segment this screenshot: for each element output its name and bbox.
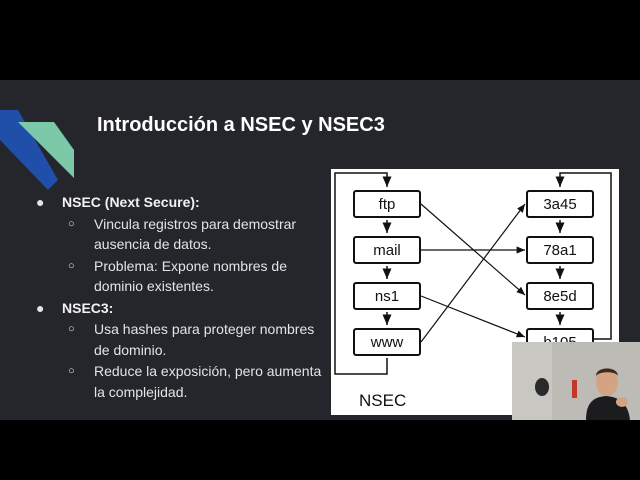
bullet-list: ● NSEC (Next Secure): ○ Vincula registro… <box>36 192 326 403</box>
sub-bullet-item: ○ Reduce la exposición, pero aumenta la … <box>36 361 326 402</box>
bullet-dot: ● <box>36 299 45 316</box>
sub-bullet-item: ○ Usa hashes para proteger nombres de do… <box>36 319 326 360</box>
sub-bullet-item: ○ Problema: Expone nombres de dominio ex… <box>36 256 326 297</box>
diagram-caption: NSEC <box>359 391 407 410</box>
bullet-label: NSEC (Next Secure): <box>62 194 200 210</box>
diagram-node-8e5d: 8e5d <box>526 282 594 310</box>
sub-bullet-text: Problema: Expone nombres de dominio exis… <box>94 257 287 295</box>
diagram-node-ns1: ns1 <box>353 282 421 310</box>
bullet-item: ● NSEC (Next Secure): <box>36 192 326 213</box>
diagram-connectors <box>334 172 612 375</box>
sub-bullet-circle: ○ <box>68 259 75 272</box>
diagram-node-ftp: ftp <box>353 190 421 218</box>
sub-bullet-item: ○ Vincula registros para demostrar ausen… <box>36 214 326 255</box>
slide-title: Introducción a NSEC y NSEC3 <box>97 114 385 136</box>
bullet-item: ● NSEC3: <box>36 298 326 319</box>
diagram-node-78a1: 78a1 <box>526 236 594 264</box>
sub-bullet-circle: ○ <box>68 365 75 377</box>
presenter-video-icon <box>512 342 640 420</box>
sub-bullet-circle: ○ <box>68 323 75 335</box>
sub-bullet-text: Reduce la exposición, pero aumenta la co… <box>94 363 322 400</box>
presentation-slide: Introducción a NSEC y NSEC3 ● NSEC (Next… <box>0 80 640 420</box>
corner-decoration <box>0 110 74 190</box>
webcam-overlay <box>512 342 640 420</box>
diagram-node-www: www <box>353 328 421 356</box>
bullet-label: NSEC3: <box>62 299 114 316</box>
sub-bullet-text: Vincula registros para demostrar ausenci… <box>94 215 297 253</box>
sub-bullet-text: Usa hashes para proteger nombres de domi… <box>94 321 315 358</box>
diagram-node-3a45: 3a45 <box>526 190 594 218</box>
diagram-node-mail: mail <box>353 236 421 264</box>
bullet-dot: ● <box>36 194 45 210</box>
sub-bullet-circle: ○ <box>68 217 75 230</box>
